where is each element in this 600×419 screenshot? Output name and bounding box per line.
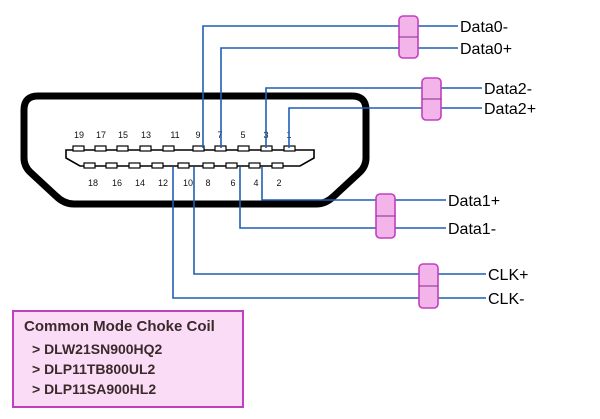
pin-number-18: 18: [88, 178, 98, 188]
legend-item-dlp11sa900hl2: > DLP11SA900HL2: [32, 381, 157, 397]
pin-number-19: 19: [74, 130, 84, 140]
pin-14-contact: [128, 162, 141, 169]
pin-number-2: 2: [276, 178, 281, 188]
wire-data2-plus: [288, 107, 482, 148]
legend-item-dlw21sn900hq2: > DLW21SN900HQ2: [32, 341, 163, 357]
pin-number-6: 6: [230, 178, 235, 188]
pin-13-contact: [139, 145, 152, 152]
pin-6-contact: [225, 162, 238, 169]
pin-number-14: 14: [135, 178, 145, 188]
label-data0-plus: Data0+: [460, 41, 512, 58]
legend-box: Common Mode Choke Coil > DLW21SN900HQ2 >…: [12, 310, 244, 408]
pin-number-4: 4: [253, 178, 258, 188]
pin-19-contact: [72, 145, 85, 152]
pin-16-contact: [105, 162, 118, 169]
label-data1-plus: Data1+: [448, 193, 500, 210]
pin-number-13: 13: [141, 130, 151, 140]
pin-number-7: 7: [217, 130, 222, 140]
legend-title: Common Mode Choke Coil: [24, 318, 215, 335]
pin-number-5: 5: [240, 130, 245, 140]
wire-data0-minus: [202, 25, 458, 148]
pin-15-contact: [116, 145, 129, 152]
label-data2-minus: Data2-: [484, 81, 532, 98]
wire-data0-plus: [220, 47, 458, 148]
pin-number-10: 10: [183, 178, 193, 188]
label-data1-minus: Data1-: [448, 221, 496, 238]
pin-5-contact: [237, 145, 250, 152]
pin-9-contact: [192, 145, 205, 152]
pin-18-contact: [83, 162, 96, 169]
pin-2-contact: [271, 162, 284, 169]
connector-tongue: [65, 149, 315, 167]
pin-number-11: 11: [170, 130, 179, 140]
pin-17-contact: [94, 145, 107, 152]
choke-coil-clk: [418, 263, 439, 309]
label-data2-plus: Data2+: [484, 101, 536, 118]
pin-12-contact: [151, 162, 164, 169]
choke-coil-data0: [398, 15, 419, 59]
legend-item-dlp11tb800ul2: > DLP11TB800UL2: [32, 361, 156, 377]
label-data0-minus: Data0-: [460, 19, 508, 36]
pin-number-8: 8: [205, 178, 210, 188]
pin-10-contact: [177, 162, 190, 169]
choke-coil-data2: [421, 77, 442, 121]
pin-number-15: 15: [118, 130, 128, 140]
pin-8-contact: [202, 162, 215, 169]
wire-data2-minus: [265, 87, 482, 148]
pin-number-17: 17: [96, 130, 106, 140]
choke-coil-data1: [375, 193, 396, 239]
label-clk-minus: CLK-: [488, 291, 524, 308]
wire-clk-plus: [193, 167, 486, 275]
label-clk-plus: CLK+: [488, 267, 528, 284]
wire-clk-minus: [172, 167, 486, 299]
pin-number-16: 16: [112, 178, 122, 188]
pin-11-contact: [162, 145, 175, 152]
pin-4-contact: [248, 162, 261, 169]
pin-number-12: 12: [158, 178, 168, 188]
pin-number-9: 9: [195, 130, 200, 140]
